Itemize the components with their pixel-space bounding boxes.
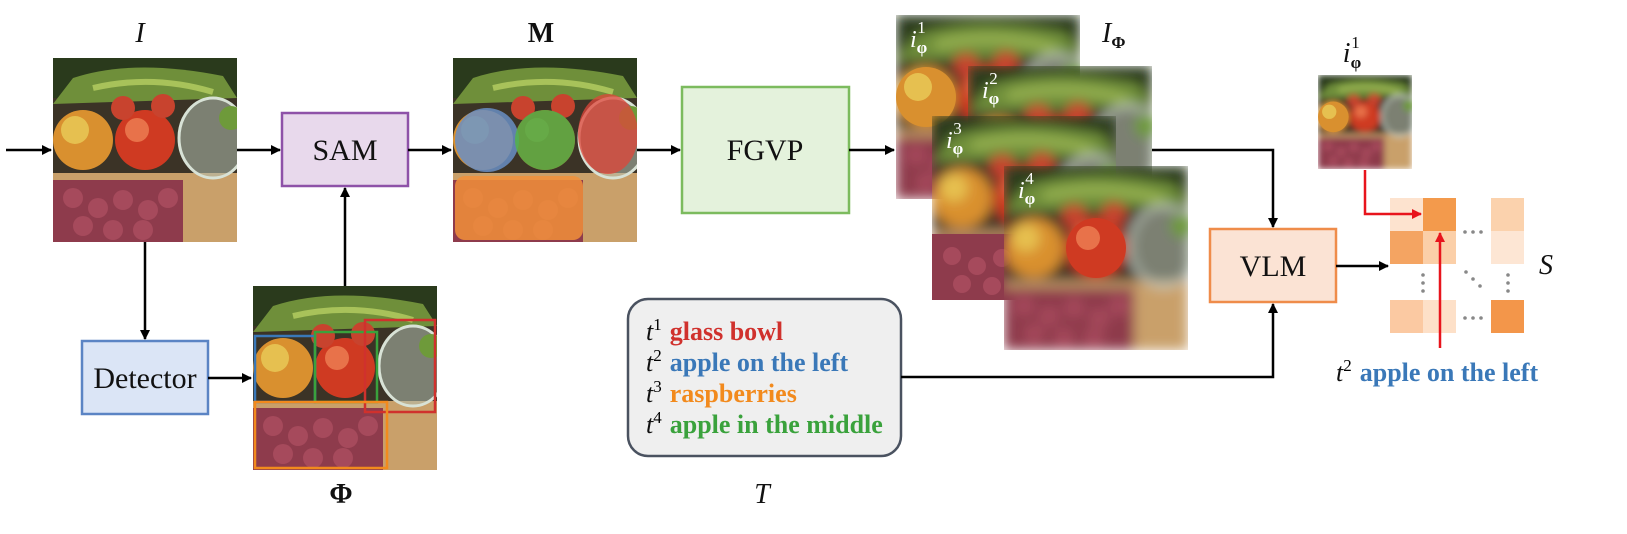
highlight-arrows <box>1363 170 1445 348</box>
detector-box <box>80 339 210 416</box>
input-image <box>53 58 247 242</box>
thumb-3-label: iφ3 <box>946 119 964 158</box>
vlm-box <box>1208 227 1338 304</box>
matrix-cell <box>1390 231 1423 264</box>
similarity-matrix <box>1390 198 1524 333</box>
matrix-cell <box>1423 198 1456 231</box>
matrix-cell <box>1491 300 1524 333</box>
scores-label: S <box>1539 250 1553 281</box>
matrix-ellipsis <box>1421 230 1510 320</box>
sam-label: SAM <box>312 134 377 167</box>
thumb-1-label: iφ1 <box>910 18 928 57</box>
prompted-images-label: IΦ <box>1101 18 1125 52</box>
prompted-image-4: iφ4 <box>1004 166 1198 350</box>
mask-image <box>453 58 637 242</box>
boxes-label: Φ <box>329 479 352 510</box>
arrow-prompted-vlm <box>1152 148 1278 228</box>
detector-label: Detector <box>93 362 196 395</box>
thumb-4-label: iφ4 <box>1018 169 1036 208</box>
image-label: I <box>134 18 146 49</box>
texts-label: T <box>754 479 772 510</box>
fgvp-label: FGVP <box>727 134 804 167</box>
sam-box <box>280 111 410 188</box>
matrix-cell <box>1491 198 1524 231</box>
arrow-query-image-cell <box>1363 170 1422 219</box>
matrix-cell <box>1390 300 1423 333</box>
query-image-label: iφ1 <box>1343 33 1362 72</box>
fgvp-box <box>680 85 851 215</box>
boxes-image <box>253 286 447 470</box>
query-image <box>1318 75 1412 169</box>
prompted-image-1: iφ1 <box>896 15 1090 199</box>
vlm-label: VLM <box>1240 250 1307 283</box>
matrix-cell <box>1491 231 1524 264</box>
masks-label: M <box>528 18 554 49</box>
flow-arrows <box>6 145 1389 383</box>
prompted-image-2: iφ2 <box>968 66 1162 250</box>
thumb-2-label: iφ2 <box>982 69 1000 108</box>
arrow-texts-vlm <box>901 303 1278 379</box>
